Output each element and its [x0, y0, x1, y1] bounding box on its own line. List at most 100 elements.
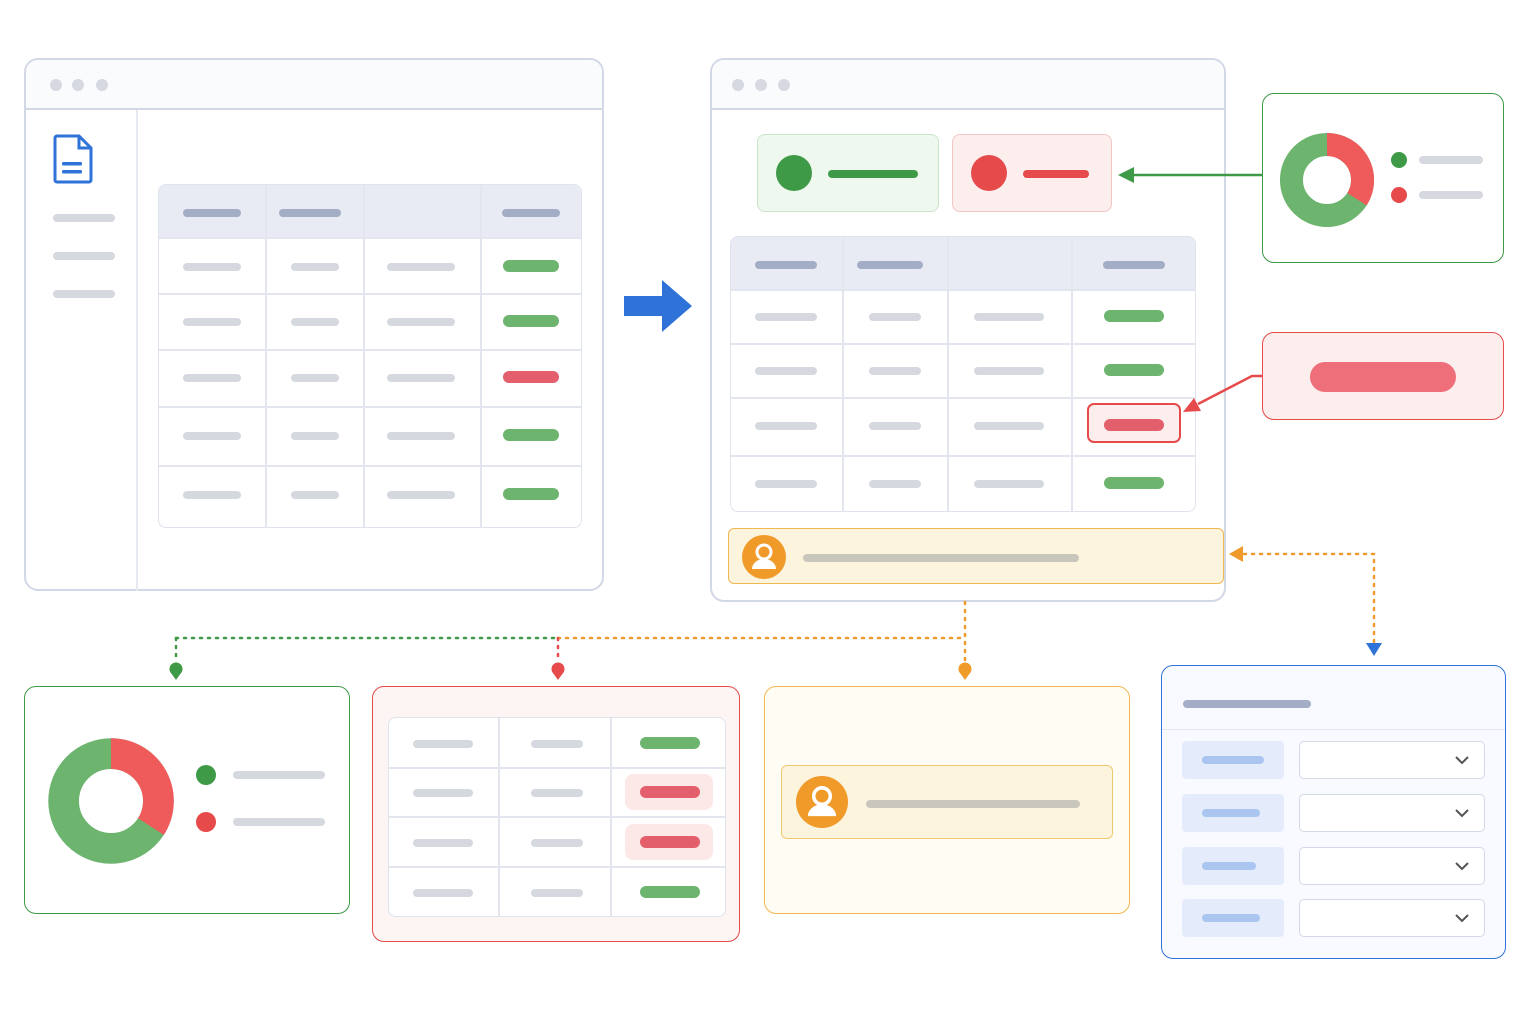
divider: [947, 237, 949, 511]
divider: [389, 767, 725, 769]
table-cell: [291, 374, 339, 382]
chevron-down-icon: [1455, 809, 1469, 818]
legend-dot-red: [1391, 187, 1407, 203]
arrowhead: [1118, 167, 1134, 183]
chevron-down-icon: [1455, 914, 1469, 923]
result-window-titlebar: [712, 60, 1224, 110]
sidebar-item[interactable]: [53, 290, 115, 298]
divider: [159, 293, 581, 295]
divider: [842, 237, 844, 511]
status-badge-error: [1104, 419, 1164, 431]
arrow-right-icon: [624, 280, 692, 332]
error-table-panel[interactable]: [372, 686, 740, 942]
form-title: [1183, 700, 1311, 708]
divider: [389, 866, 725, 868]
table-cell: [974, 480, 1044, 488]
table-cell: [183, 318, 241, 326]
table-cell: [531, 789, 583, 797]
status-badge-ok: [503, 315, 559, 327]
window-dot: [755, 79, 767, 91]
status-badge-ok: [1104, 310, 1164, 322]
window-dot: [778, 79, 790, 91]
pin-green: [169, 662, 183, 680]
table-cell: [974, 367, 1044, 375]
pin-orange: [958, 662, 972, 680]
source-window: [24, 58, 604, 591]
table-cell: [387, 432, 455, 440]
connector-callout-to-cell: [1197, 374, 1262, 406]
column-header: [1103, 261, 1165, 269]
error-pill: [1310, 362, 1456, 392]
divider: [159, 465, 581, 467]
select-field[interactable]: [1299, 899, 1485, 937]
form-panel: [1161, 665, 1506, 959]
error-indicator-icon: [971, 155, 1007, 191]
divider: [159, 237, 581, 239]
success-indicator-icon: [776, 155, 812, 191]
select-field[interactable]: [1299, 794, 1485, 832]
window-dot: [50, 79, 62, 91]
assignee-name: [803, 554, 1079, 562]
field-label: [1182, 847, 1284, 885]
error-callout[interactable]: [1262, 332, 1504, 420]
select-field[interactable]: [1299, 847, 1485, 885]
summary-card-error[interactable]: [952, 134, 1112, 212]
table-cell: [183, 374, 241, 382]
result-window: [710, 58, 1226, 602]
column-header: [279, 209, 341, 217]
field-label: [1182, 899, 1284, 937]
result-table: [730, 236, 1196, 512]
chart-panel[interactable]: [24, 686, 350, 914]
source-window-titlebar: [26, 60, 602, 110]
window-dot: [96, 79, 108, 91]
assignee-panel[interactable]: [764, 686, 1130, 914]
chevron-down-icon: [1455, 756, 1469, 765]
status-badge-ok: [1104, 477, 1164, 489]
assignee-bar[interactable]: [728, 528, 1224, 584]
status-badge-error: [640, 786, 700, 798]
window-dot: [72, 79, 84, 91]
legend-label: [233, 818, 325, 826]
sidebar-item[interactable]: [53, 214, 115, 222]
column-header: [857, 261, 923, 269]
legend-dot-green: [1391, 152, 1407, 168]
table-cell: [291, 491, 339, 499]
arrowhead: [1366, 643, 1382, 656]
document-icon[interactable]: [53, 134, 95, 184]
field-label: [1182, 794, 1284, 832]
status-badge-ok: [640, 886, 700, 898]
summary-card-success[interactable]: [757, 134, 939, 212]
table-cell: [183, 491, 241, 499]
table-cell: [413, 889, 473, 897]
chart-card[interactable]: [1262, 93, 1504, 263]
table-cell: [531, 740, 583, 748]
donut-chart-icon: [1279, 132, 1375, 228]
table-cell: [291, 432, 339, 440]
status-badge-ok: [503, 488, 559, 500]
divider: [731, 397, 1195, 399]
assignee-bar[interactable]: [781, 765, 1113, 839]
table-cell: [413, 789, 473, 797]
arrowhead: [1183, 398, 1201, 412]
table-cell: [387, 263, 455, 271]
status-badge-ok: [503, 260, 559, 272]
data-table: [158, 184, 582, 528]
connector-assignee-to-form: [1242, 552, 1376, 644]
sidebar-item[interactable]: [53, 252, 115, 260]
table-cell: [291, 263, 339, 271]
legend-label: [1419, 191, 1483, 199]
column-header: [502, 209, 560, 217]
arrowhead: [1229, 546, 1243, 562]
table-cell: [413, 740, 473, 748]
donut-chart-icon: [48, 738, 174, 864]
table-cell: [755, 367, 817, 375]
divider: [363, 185, 365, 527]
sidebar: [26, 110, 138, 591]
divider: [731, 289, 1195, 291]
select-field[interactable]: [1299, 741, 1485, 779]
window-dot: [732, 79, 744, 91]
status-badge-ok: [1104, 364, 1164, 376]
table-cell: [755, 480, 817, 488]
table-cell: [387, 374, 455, 382]
